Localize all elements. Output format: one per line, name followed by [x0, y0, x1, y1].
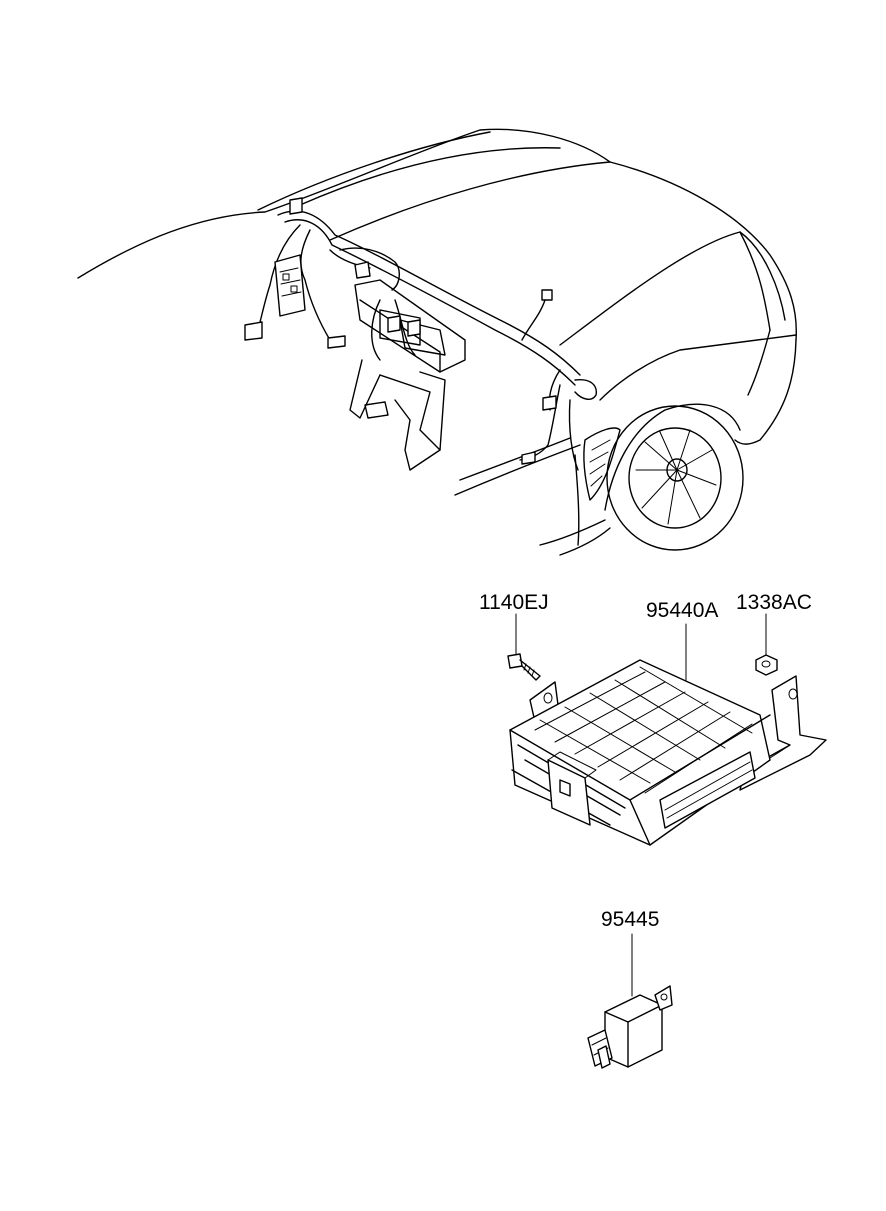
part-95440A-ecu [509, 623, 827, 846]
vehicle-interior-illustration [77, 128, 797, 556]
label-95445: 95445 [601, 908, 659, 931]
part-95445-relay [587, 933, 673, 1069]
label-1140EJ: 1140EJ [479, 591, 549, 614]
label-95440A: 95440A [646, 599, 718, 622]
label-1338AC: 1338AC [736, 591, 812, 614]
part-1338AC-nut [755, 613, 778, 676]
part-1140EJ-bolt [507, 613, 541, 681]
